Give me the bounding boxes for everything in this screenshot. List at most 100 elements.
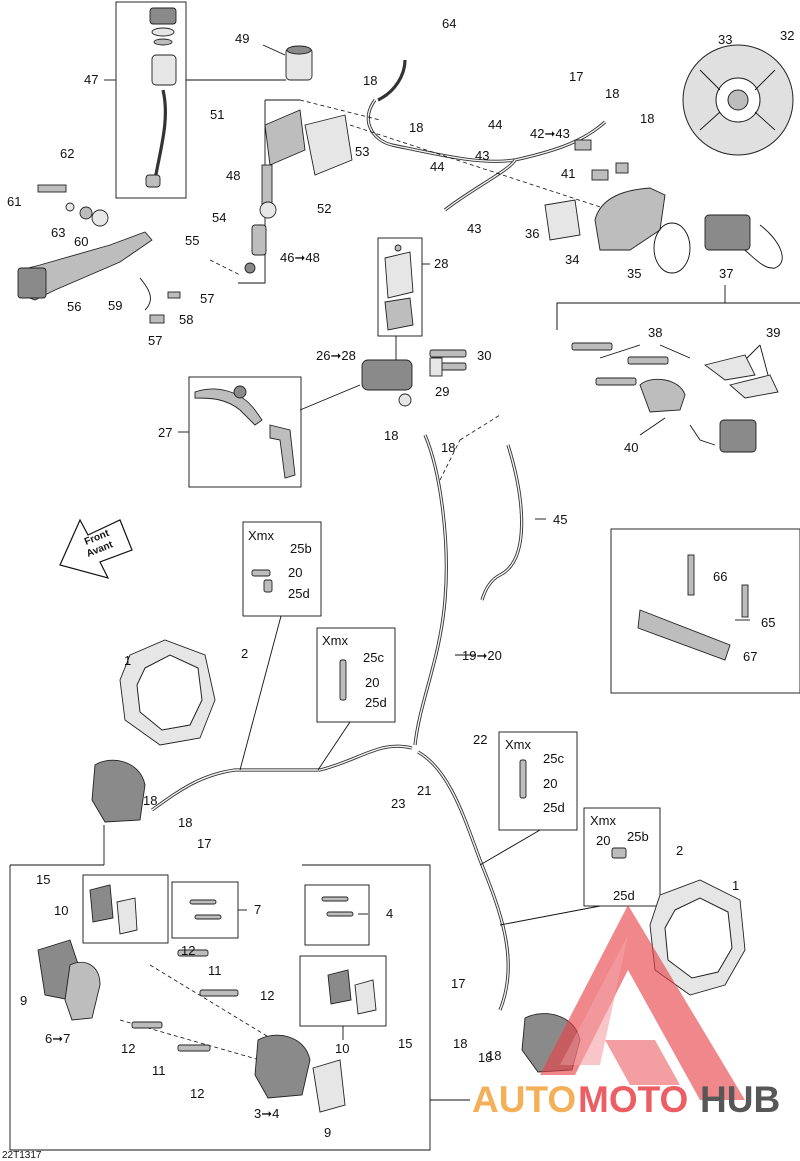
callout-4: 4 [386, 906, 393, 921]
callout-67: 67 [743, 649, 757, 664]
callout-10: 10 [54, 903, 68, 918]
pins-box-4 [304, 884, 370, 946]
callout-49: 49 [235, 31, 249, 46]
callout-22: 22 [473, 732, 487, 747]
watermark-text-auto: AUTO [472, 1079, 576, 1120]
callout-23: 23 [391, 796, 405, 811]
xmx-box-2 [316, 627, 396, 723]
callout-15: 15 [36, 872, 50, 887]
callout-18: 18 [384, 428, 398, 443]
callout-38: 38 [648, 325, 662, 340]
callout-34: 34 [565, 252, 579, 267]
callout-17: 17 [197, 836, 211, 851]
callout-18: 18 [640, 111, 654, 126]
callout-3-4: 3➞4 [254, 1106, 279, 1121]
callout-30: 30 [477, 348, 491, 363]
callout-18: 18 [441, 440, 455, 455]
callout-20: 20 [288, 565, 302, 580]
xmx-label-3: Xmx [505, 737, 532, 752]
callout-17: 17 [451, 976, 465, 991]
callout-18: 18 [478, 1050, 492, 1065]
reservoir-detail-box [115, 1, 187, 199]
callout-48: 48 [226, 168, 240, 183]
callout-52: 52 [317, 201, 331, 216]
callout-63: 63 [51, 225, 65, 240]
watermark-text-moto: MOTO [578, 1079, 688, 1120]
callout-2: 2 [676, 843, 683, 858]
callout-40: 40 [624, 440, 638, 455]
automotohub-watermark: AUTO MOTO HUB [472, 905, 780, 1120]
callout-1: 1 [124, 653, 131, 668]
callout-41: 41 [561, 166, 575, 181]
callout-25b: 25b [627, 829, 649, 844]
callout-43: 43 [467, 221, 481, 236]
callout-62: 62 [60, 146, 74, 161]
callout-25d: 25d [365, 695, 387, 710]
xmx-box-1 [242, 521, 322, 617]
callout-43: 43 [475, 148, 489, 163]
callout-21: 21 [417, 783, 431, 798]
callout-46-48: 46➞48 [280, 250, 320, 265]
callout-35: 35 [627, 266, 641, 281]
callout-45: 45 [553, 512, 567, 527]
watermark-triangle-icon [540, 905, 745, 1100]
caliper-bolt-box-28 [377, 237, 423, 337]
callout-9: 9 [20, 993, 27, 1008]
callout-58: 58 [179, 312, 193, 327]
callout-32: 32 [780, 28, 794, 43]
callout-20: 20 [543, 776, 557, 791]
callout-10: 10 [335, 1041, 349, 1056]
callout-25c: 25c [363, 650, 384, 665]
pins-box-7 [171, 881, 239, 939]
callout-18: 18 [453, 1036, 467, 1051]
callout-18: 18 [178, 815, 192, 830]
callout-12: 12 [121, 1041, 135, 1056]
callout-57: 57 [200, 291, 214, 306]
callout-9: 9 [324, 1125, 331, 1140]
callout-11: 11 [208, 963, 222, 978]
watermark-text-hub: HUB [700, 1079, 780, 1120]
callout-55: 55 [185, 233, 199, 248]
rear-caliper-bracket-frame [556, 302, 800, 330]
xmx-box-3 [498, 731, 578, 831]
callout-12: 12 [190, 1086, 204, 1101]
front-caliper-parts-frame [9, 864, 431, 1151]
callout-56: 56 [67, 299, 81, 314]
callout-66: 66 [713, 569, 727, 584]
front-direction-arrow-icon [59, 518, 133, 579]
callout-65: 65 [761, 615, 775, 630]
figure-id: 22T1317 [2, 1150, 42, 1161]
callout-2: 2 [241, 646, 248, 661]
callout-12: 12 [260, 988, 274, 1003]
callout-44: 44 [430, 159, 444, 174]
callout-18: 18 [487, 1048, 501, 1063]
callout-18: 18 [605, 86, 619, 101]
callout-33: 33 [718, 32, 732, 47]
callout-28: 28 [434, 256, 448, 271]
callout-1: 1 [732, 878, 739, 893]
callout-61: 61 [7, 194, 21, 209]
callout-20: 20 [365, 675, 379, 690]
callout-7: 7 [254, 902, 261, 917]
callout-39: 39 [766, 325, 780, 340]
callout-51: 51 [210, 107, 224, 122]
callout-29: 29 [435, 384, 449, 399]
xmx-label-2: Xmx [322, 633, 349, 648]
callout-36: 36 [525, 226, 539, 241]
callout-54: 54 [212, 210, 226, 225]
callout-57: 57 [148, 333, 162, 348]
callout-47: 47 [84, 72, 98, 87]
callout-18: 18 [143, 793, 157, 808]
callout-18: 18 [409, 120, 423, 135]
callout-15: 15 [398, 1036, 412, 1051]
callout-53: 53 [355, 144, 369, 159]
callout-25d: 25d [613, 888, 635, 903]
rear-master-cylinder-bracket-frame [238, 100, 266, 284]
callout-18: 18 [363, 73, 377, 88]
callout-60: 60 [74, 234, 88, 249]
callout-64: 64 [442, 16, 456, 31]
callout-26-28: 26➞28 [316, 348, 356, 363]
pads-box-10 [82, 874, 169, 944]
callout-20: 20 [596, 833, 610, 848]
